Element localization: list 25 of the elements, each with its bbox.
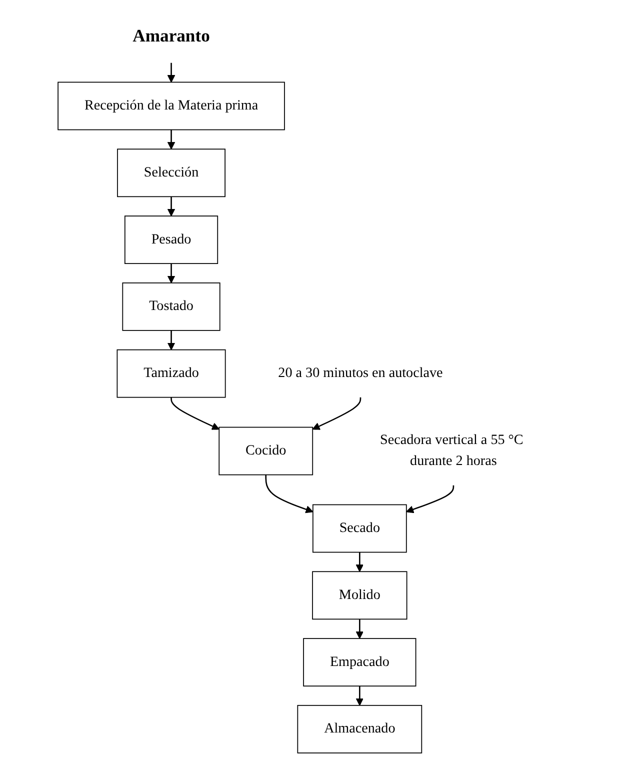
node-box: Selección	[117, 148, 226, 198]
node-box: Tamizado	[116, 349, 226, 398]
node-text: 20 a 30 minutos en autoclave	[278, 366, 443, 381]
arrow	[406, 485, 454, 514]
node-box: Tostado	[122, 282, 220, 331]
node-box: Recepción de la Materia prima	[58, 82, 285, 130]
node-text: Amaranto	[132, 26, 210, 46]
arrow	[167, 196, 176, 216]
arrow	[167, 330, 176, 350]
arrow	[167, 264, 176, 284]
arrow	[356, 686, 364, 706]
node-box: Pesado	[124, 216, 218, 264]
arrow	[167, 130, 176, 150]
arrow	[356, 552, 364, 572]
arrow	[167, 62, 176, 83]
arrow	[170, 397, 220, 430]
node-text: Secadora vertical a 55 °C durante 2 horas	[380, 432, 524, 469]
node-box: Secado	[312, 504, 407, 553]
node-box: Empacado	[303, 638, 416, 686]
node-box: Molido	[312, 571, 408, 620]
node-box: Almacenado	[297, 704, 422, 754]
arrow	[265, 474, 314, 514]
arrow	[356, 619, 364, 639]
arrow	[312, 397, 362, 430]
node-box: Cocido	[218, 426, 314, 476]
